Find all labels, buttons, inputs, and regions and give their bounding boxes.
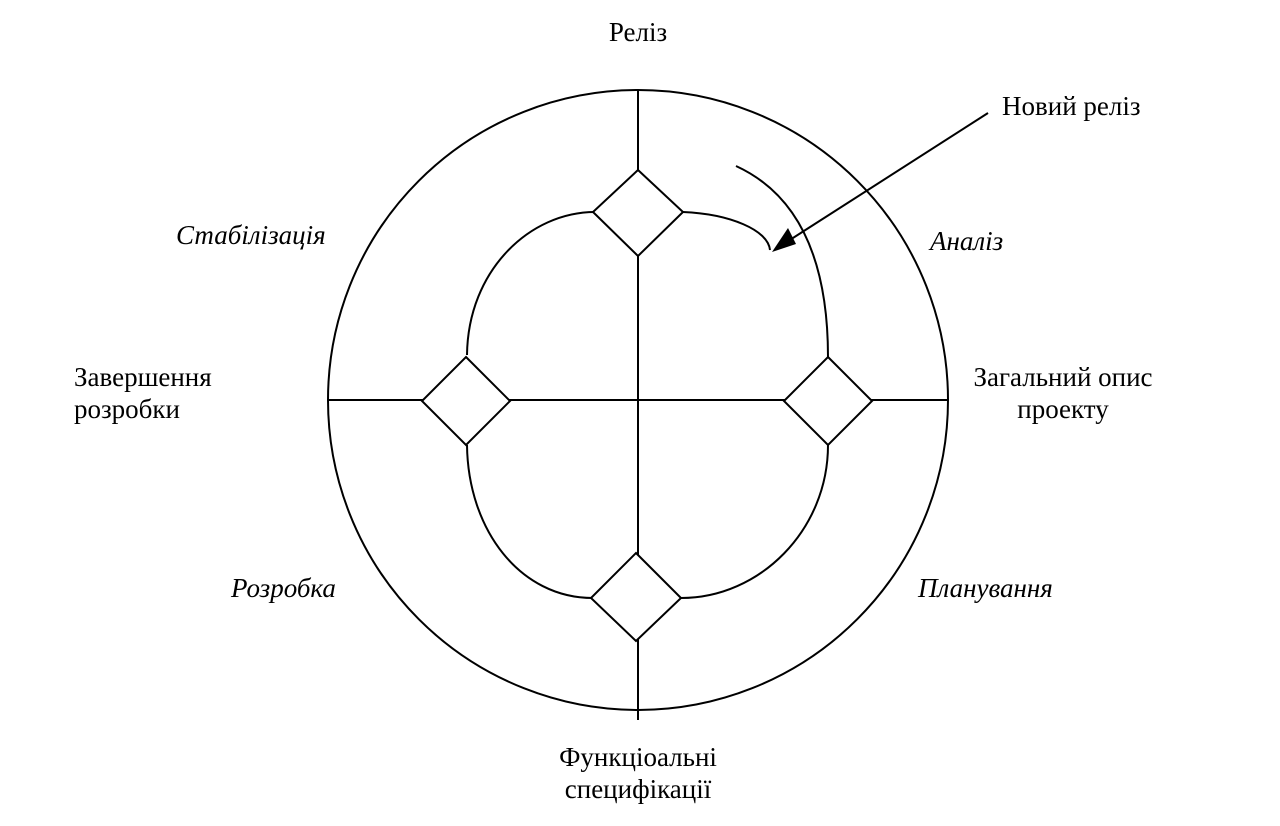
label-stabilization: Стабілізація — [176, 220, 326, 250]
label-release: Реліз — [608, 17, 668, 47]
label-development: Розробка — [231, 573, 336, 603]
milestone-diamond-left — [420, 355, 512, 447]
label-functional-specs-line2: специфікації — [564, 774, 712, 804]
label-dev-completion-line1: Завершення — [74, 362, 212, 392]
label-functional-specs: Функціоальні специфікації — [518, 741, 758, 805]
label-analysis: Аналіз — [930, 226, 1004, 256]
milestone-diamond-right — [782, 355, 874, 447]
label-project-overview: Загальний опис проекту — [958, 361, 1168, 425]
label-new-release: Новий реліз — [1002, 91, 1141, 121]
label-project-overview-line2: проекту — [1017, 394, 1109, 424]
label-project-overview-line1: Загальний опис — [973, 362, 1153, 392]
label-dev-completion: Завершення розробки — [74, 361, 212, 425]
label-dev-completion-line2: розробки — [74, 394, 180, 424]
new-release-arrow-shaft — [781, 112, 989, 246]
milestone-diamond-top — [591, 168, 685, 258]
label-functional-specs-line1: Функціоальні — [559, 742, 717, 772]
label-planning: Планування — [918, 573, 1053, 603]
inner-loop — [466, 165, 829, 599]
new-release-arrow-head — [772, 228, 796, 252]
milestone-diamond-bottom — [589, 551, 683, 643]
